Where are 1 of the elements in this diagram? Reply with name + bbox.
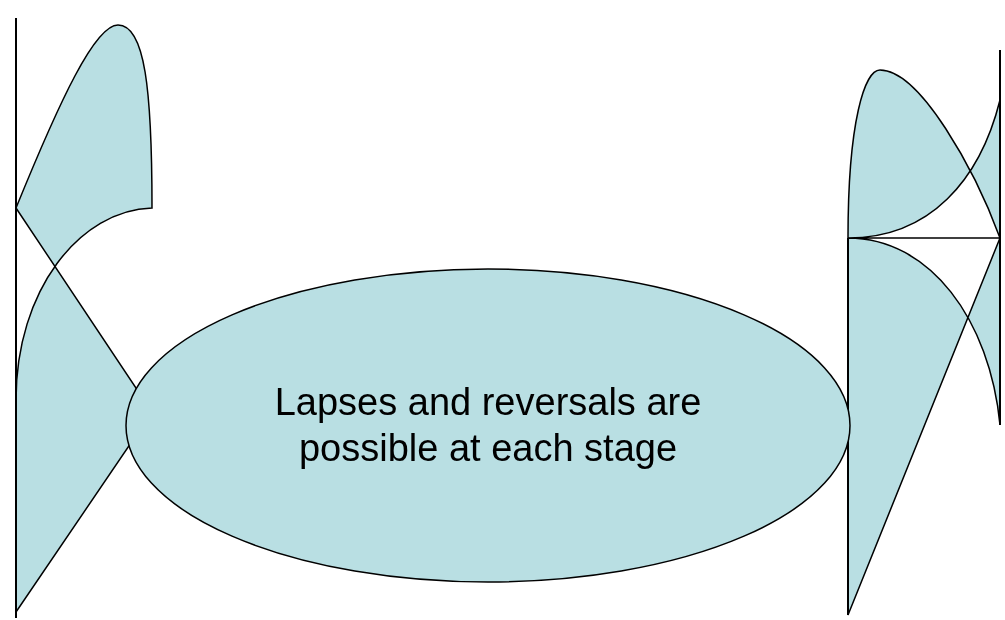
ellipse-text: Lapses and reversals are possible at each stage — [273, 379, 703, 471]
